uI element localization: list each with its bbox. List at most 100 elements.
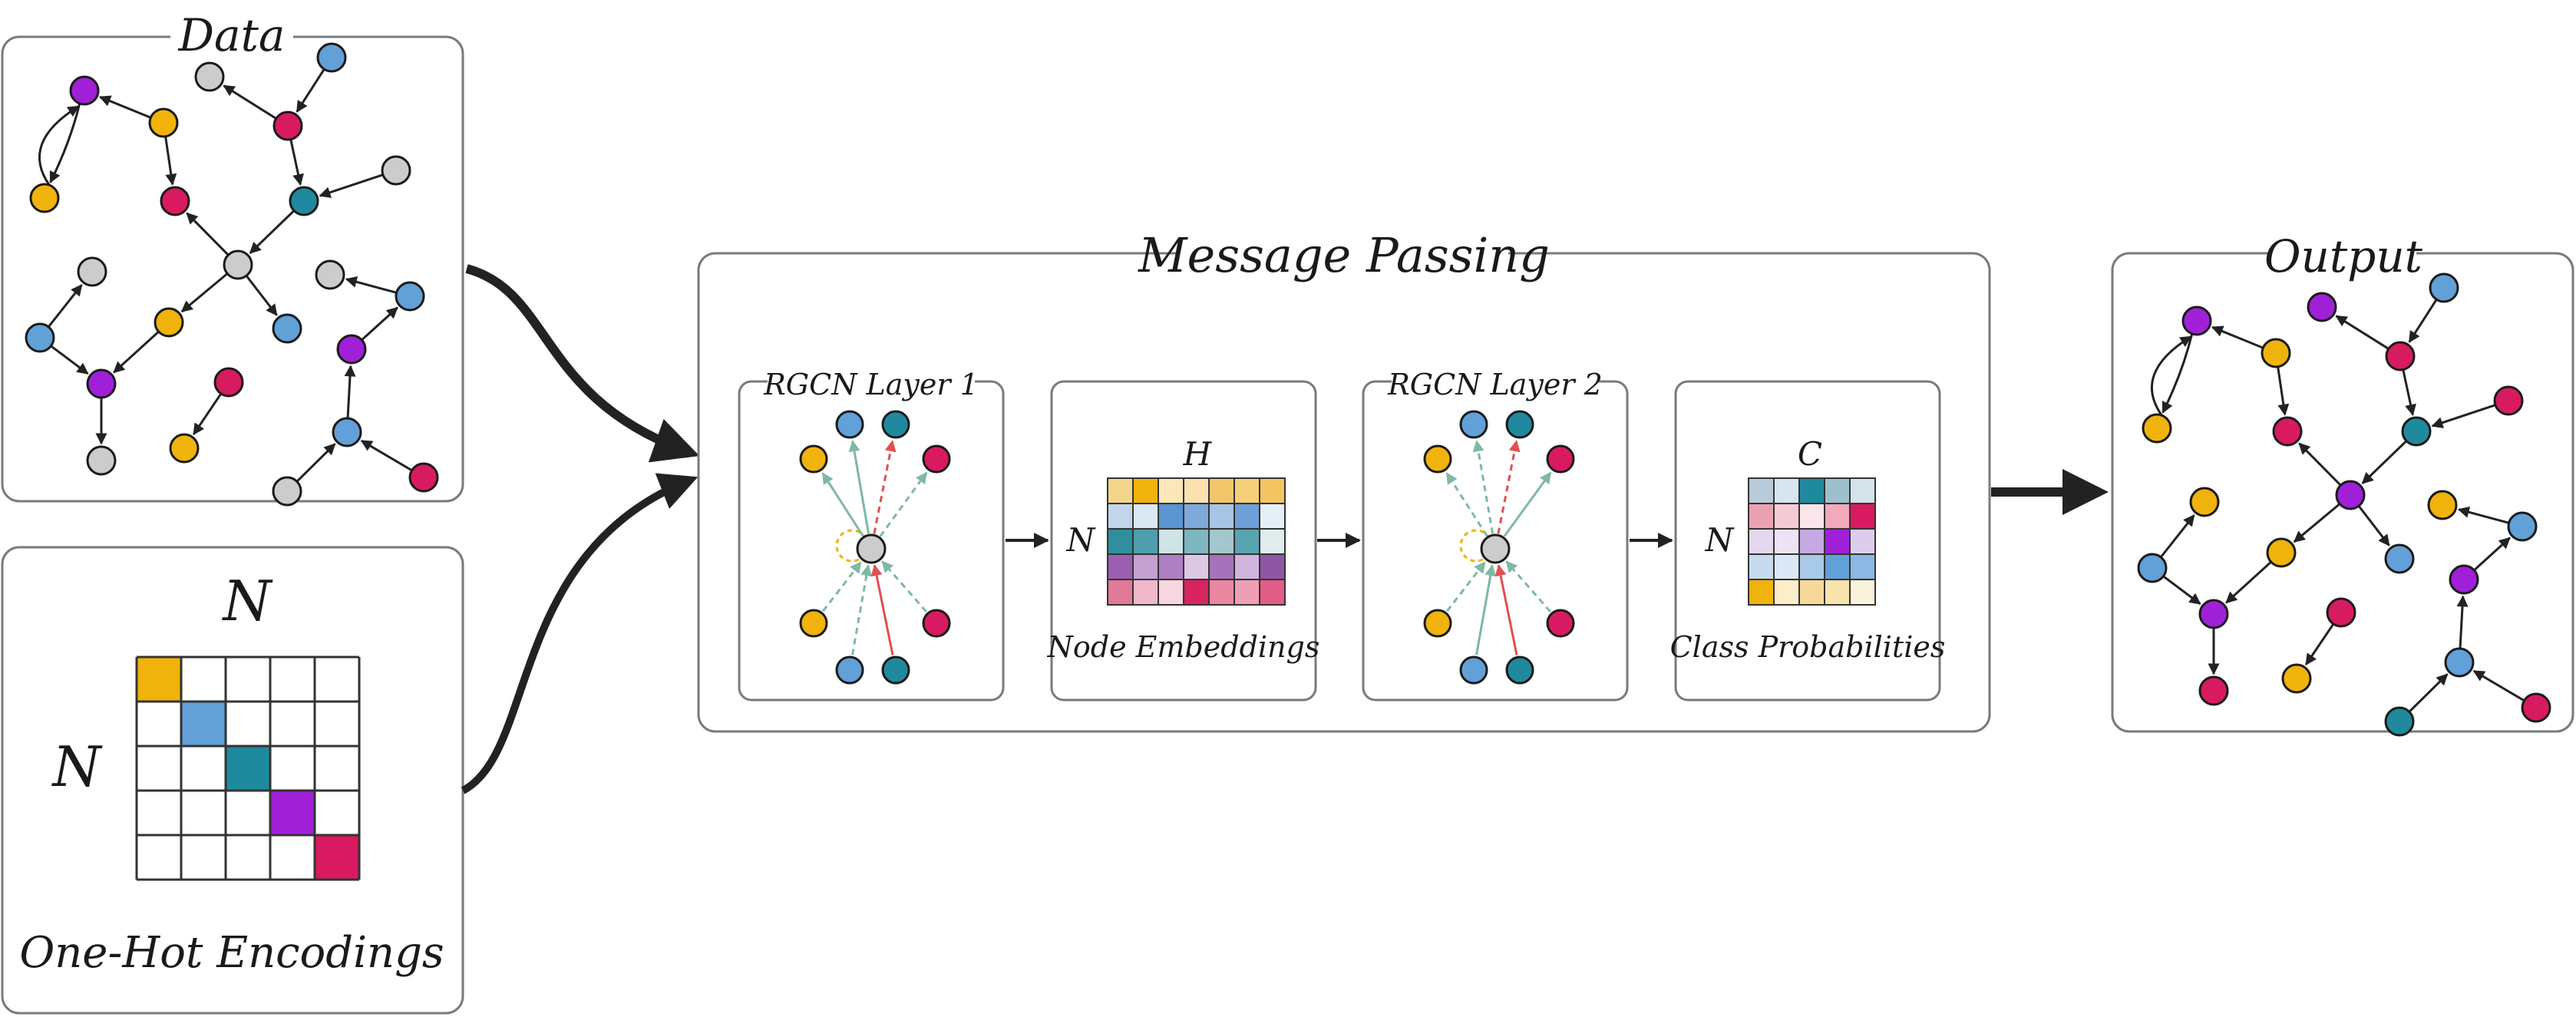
graph-node — [2449, 564, 2479, 595]
output-panel: Output — [2111, 230, 2574, 737]
message-edge — [1475, 564, 1497, 655]
graph-node — [213, 367, 244, 398]
matrix-cell — [1259, 477, 1286, 504]
graph-edge — [344, 365, 356, 419]
class-matrix — [1748, 477, 1876, 606]
graph-node — [2261, 338, 2291, 368]
graph-node — [381, 155, 411, 186]
graph-edge — [38, 105, 80, 186]
onehot-cell — [270, 791, 315, 835]
neighbor-node — [1546, 609, 1575, 638]
matrix-cell — [1183, 503, 1210, 530]
message-edge — [821, 472, 864, 537]
neighbor-node — [1459, 410, 1488, 439]
graph-edge — [249, 210, 296, 254]
onehot-side-label: N — [51, 735, 104, 799]
message-edge — [879, 471, 928, 537]
graph-edge — [360, 439, 413, 472]
matrix-cell — [1107, 477, 1134, 504]
graph-node — [25, 322, 55, 353]
graph-node — [2266, 537, 2297, 568]
onehot-cell — [181, 702, 226, 746]
class-caption: Class Probabilities — [1670, 630, 1946, 664]
graph-node — [2198, 599, 2229, 629]
matrix-cell — [1183, 528, 1210, 555]
neighbor-node — [881, 655, 910, 685]
graph-node — [160, 186, 190, 216]
graph-node — [77, 256, 107, 287]
matrix-cell — [1132, 503, 1159, 530]
graph-edge — [361, 306, 398, 342]
graph-edge — [2150, 335, 2192, 416]
matrix-cell — [1773, 477, 1800, 504]
onehot-cell — [137, 657, 181, 702]
graph-node — [2142, 413, 2172, 444]
graph-edge — [223, 84, 277, 120]
matrix-cell — [1132, 553, 1159, 580]
class-top-label: C — [1798, 435, 1822, 473]
graph-edge — [2457, 506, 2510, 524]
message-edge — [848, 440, 870, 534]
graph-node — [2307, 292, 2337, 322]
graph-node — [2427, 490, 2458, 520]
matrix-cell — [1234, 528, 1260, 555]
neighbor-node — [881, 410, 910, 439]
graph-edge — [47, 284, 83, 328]
neighbor-node — [922, 609, 951, 638]
matrix-cell — [1158, 528, 1184, 555]
message-edge — [873, 440, 897, 534]
matrix-cell — [1158, 503, 1184, 530]
onehot-top-label: N — [222, 569, 274, 633]
graph-node — [2272, 416, 2303, 447]
graph-edge — [2159, 514, 2195, 558]
matrix-cell — [1798, 528, 1825, 555]
graph-edge — [2361, 440, 2408, 484]
graph-edge — [186, 212, 230, 256]
graph-edge — [2472, 669, 2525, 702]
neighbor-node — [799, 609, 828, 638]
graph-edge — [289, 139, 304, 186]
matrix-cell — [1183, 553, 1210, 580]
matrix-cell — [1259, 579, 1286, 606]
matrix-cell — [1824, 528, 1851, 555]
node-embeddings-panel: H N Node Embeddings — [1047, 380, 1319, 702]
center-node — [1480, 533, 1511, 564]
message-passing-title: Message Passing — [1138, 227, 1550, 283]
onehot-caption: One-Hot Encodings — [19, 928, 444, 978]
embedding-matrix — [1107, 477, 1286, 606]
graph-node — [194, 61, 225, 92]
graph-node — [29, 183, 60, 213]
message-passing-panel: Message Passing RGCN Layer 1 H N Node Em… — [697, 227, 1991, 733]
graph-edge — [2456, 595, 2469, 649]
matrix-cell — [1208, 477, 1235, 504]
neighbor-node — [1459, 655, 1488, 685]
graph-edge — [2305, 623, 2335, 666]
graph-node — [272, 111, 303, 141]
graph-edge — [98, 95, 151, 119]
graph-node — [86, 368, 117, 399]
graph-node — [272, 476, 302, 507]
neighbor-node — [1423, 609, 1452, 638]
neighbor-node — [835, 410, 864, 439]
graph-node — [2198, 675, 2229, 706]
graph-edge — [2293, 503, 2341, 543]
matrix-cell — [1849, 477, 1876, 504]
data-panel: Data — [1, 9, 464, 507]
graph-node — [2384, 543, 2415, 574]
matrix-cell — [1107, 579, 1134, 606]
output-graph — [2137, 272, 2551, 737]
output-title: Output — [2264, 230, 2423, 282]
matrix-cell — [1849, 528, 1876, 555]
graph-node — [2429, 272, 2459, 303]
graph-node — [395, 281, 425, 312]
graph-node — [148, 107, 179, 138]
matrix-cell — [1849, 503, 1876, 530]
graph-node — [2181, 305, 2212, 336]
matrix-cell — [1158, 553, 1184, 580]
graph-node — [272, 313, 302, 344]
graph-edge — [50, 345, 89, 375]
matrix-cell — [1798, 579, 1825, 606]
matrix-cell — [1132, 528, 1159, 555]
matrix-cell — [1824, 553, 1851, 580]
matrix-cell — [1748, 528, 1775, 555]
